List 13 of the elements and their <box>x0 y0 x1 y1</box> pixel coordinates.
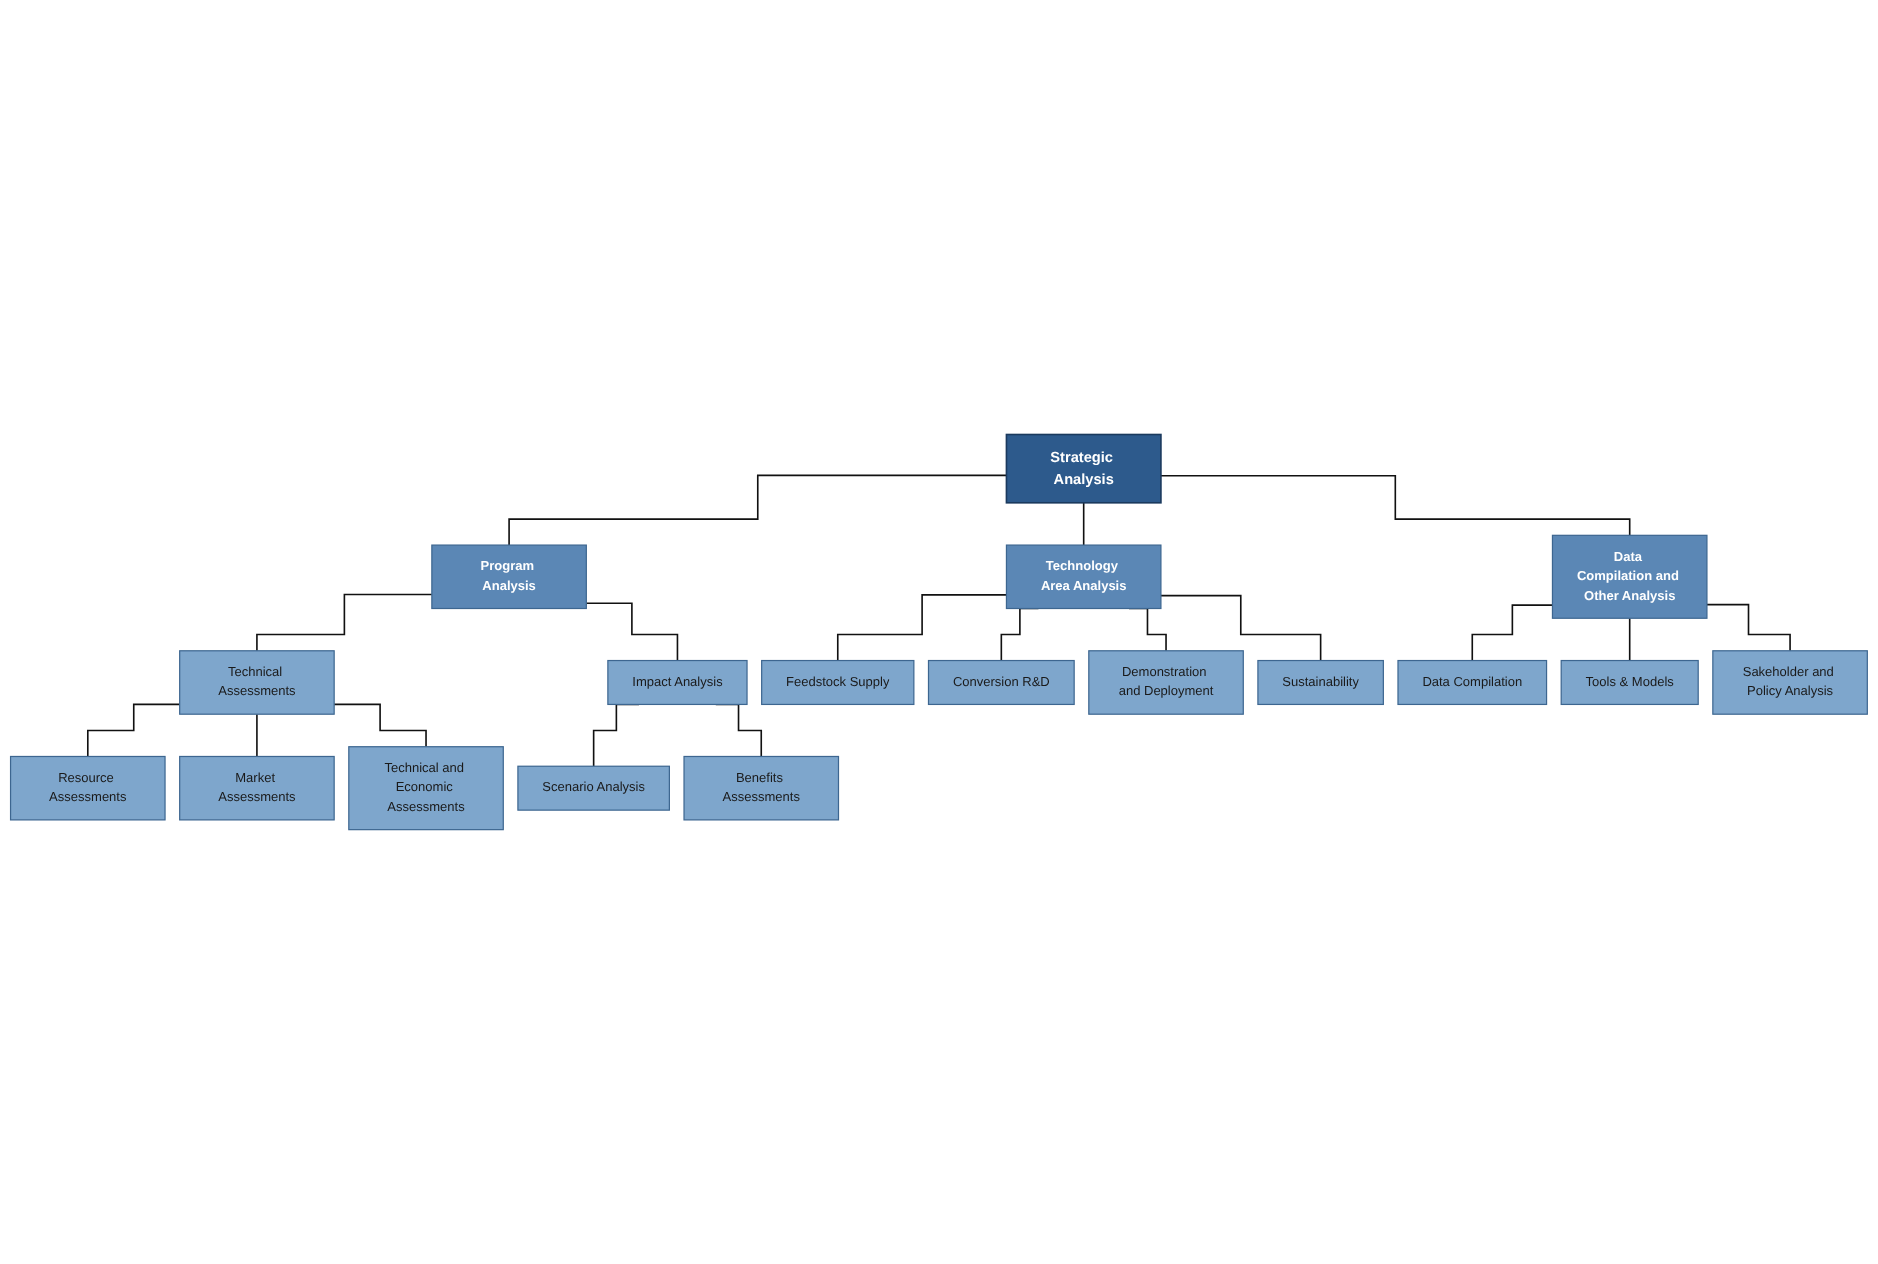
connector <box>256 593 433 652</box>
connector <box>87 703 181 758</box>
connector <box>1082 501 1085 546</box>
connector <box>837 594 1008 662</box>
connector <box>333 703 427 748</box>
connector <box>585 602 679 662</box>
connector <box>1706 603 1791 652</box>
connector <box>1160 594 1322 662</box>
connector <box>1471 604 1554 662</box>
connector <box>1160 474 1631 537</box>
connector <box>256 713 258 758</box>
connector <box>508 474 1008 546</box>
connector <box>1628 617 1631 662</box>
